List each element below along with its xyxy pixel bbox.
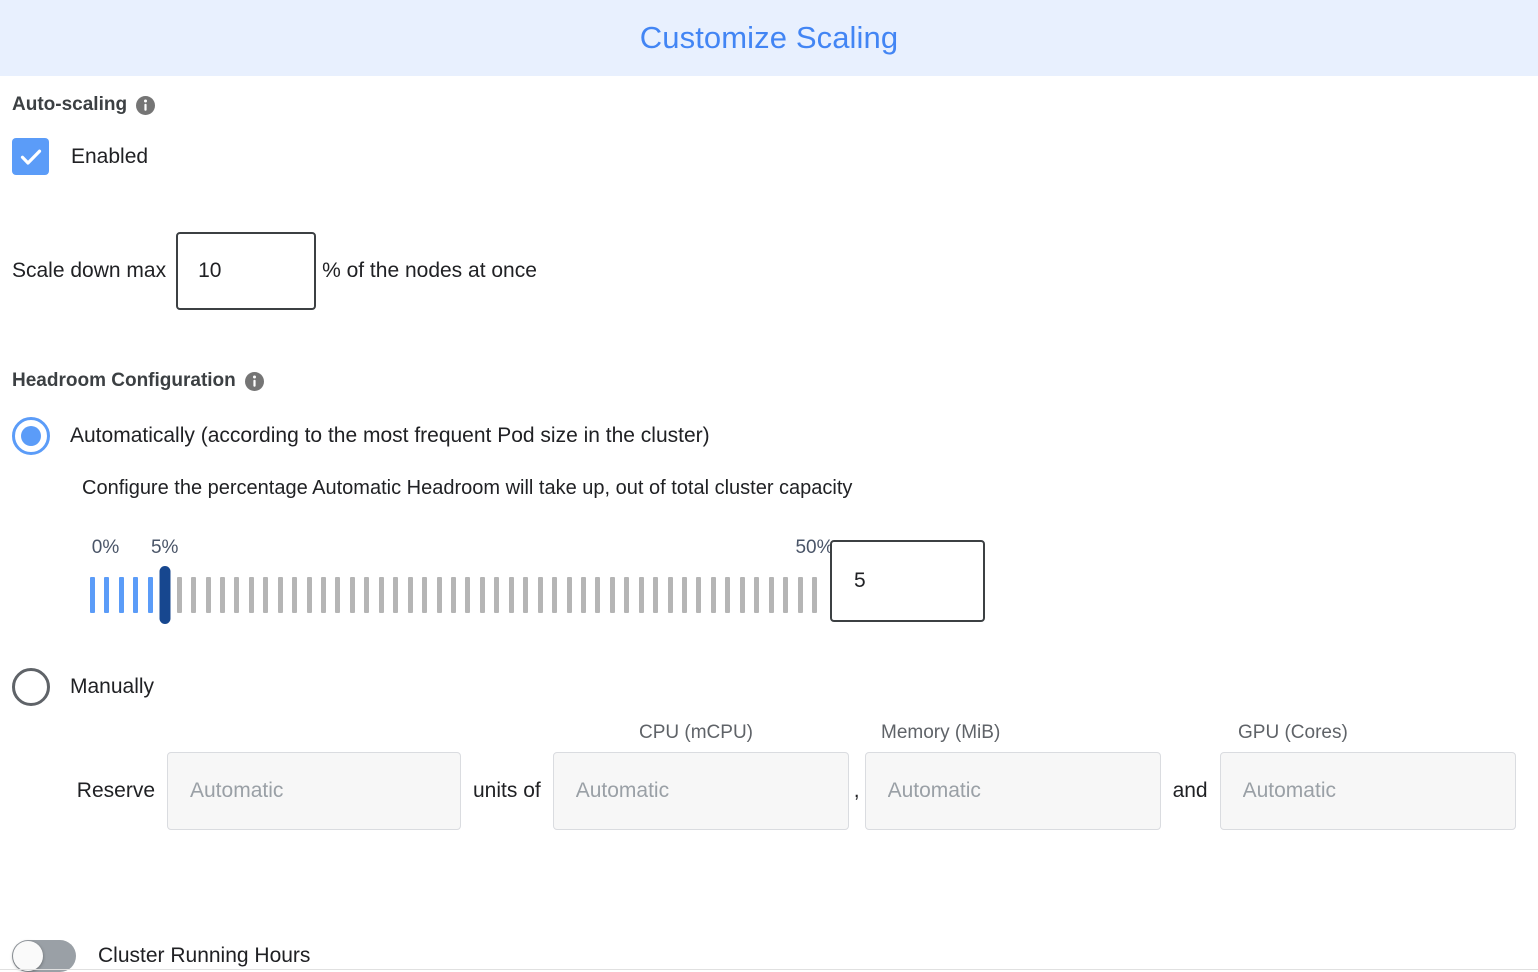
headroom-option-automatic[interactable]: Automatically (according to the most fre… bbox=[12, 417, 1526, 455]
slider-track[interactable] bbox=[90, 577, 817, 613]
cluster-running-hours-row[interactable]: Cluster Running Hours bbox=[12, 940, 1526, 972]
and-label: and bbox=[1172, 779, 1208, 802]
headroom-percentage-slider[interactable]: 0% 5% 50% bbox=[12, 537, 1526, 632]
scale-down-max-suffix: % of the nodes at once bbox=[322, 259, 537, 282]
dialog-header: Customize Scaling bbox=[0, 0, 1538, 76]
slider-tick[interactable] bbox=[104, 577, 110, 613]
comma-separator: , bbox=[853, 779, 860, 802]
cluster-running-hours-toggle[interactable] bbox=[12, 940, 76, 972]
slider-tick[interactable] bbox=[277, 577, 283, 613]
info-icon[interactable] bbox=[136, 95, 156, 115]
slider-tick[interactable] bbox=[739, 577, 745, 613]
slider-tick[interactable] bbox=[248, 577, 254, 613]
headroom-option-manual-label: Manually bbox=[70, 675, 155, 698]
slider-tick[interactable] bbox=[263, 577, 269, 613]
slider-tick[interactable] bbox=[710, 577, 716, 613]
slider-tick[interactable] bbox=[364, 577, 370, 613]
slider-tick[interactable] bbox=[537, 577, 543, 613]
slider-tick[interactable] bbox=[696, 577, 702, 613]
slider-tick[interactable] bbox=[812, 577, 817, 613]
slider-max-label: 50% bbox=[795, 537, 834, 558]
slider-tick[interactable] bbox=[682, 577, 688, 613]
headroom-configuration-label: Headroom Configuration bbox=[12, 370, 236, 391]
slider-thumb[interactable] bbox=[159, 566, 171, 624]
slider-tick[interactable] bbox=[306, 577, 312, 613]
slider-tick[interactable] bbox=[378, 577, 384, 613]
cpu-column-header: CPU (mCPU) bbox=[639, 722, 753, 743]
slider-tick[interactable] bbox=[436, 577, 442, 613]
headroom-option-automatic-label: Automatically (according to the most fre… bbox=[70, 424, 710, 447]
slider-tick[interactable] bbox=[191, 577, 197, 613]
slider-scale-labels: 0% 5% 50% bbox=[12, 537, 1526, 563]
cluster-running-hours-label: Cluster Running Hours bbox=[98, 944, 311, 967]
slider-tick[interactable] bbox=[205, 577, 211, 613]
page-title: Customize Scaling bbox=[639, 20, 899, 55]
slider-tick[interactable] bbox=[595, 577, 601, 613]
reserve-gpu-input[interactable] bbox=[1219, 752, 1516, 830]
slider-tick[interactable] bbox=[494, 577, 500, 613]
slider-tick[interactable] bbox=[566, 577, 572, 613]
slider-tick[interactable] bbox=[90, 577, 95, 613]
scale-down-max-label: Scale down max bbox=[12, 259, 167, 282]
slider-tick[interactable] bbox=[552, 577, 558, 613]
slider-tick[interactable] bbox=[422, 577, 428, 613]
slider-tick[interactable] bbox=[653, 577, 659, 613]
radio-automatic[interactable] bbox=[12, 417, 50, 455]
slider-tick[interactable] bbox=[118, 577, 124, 613]
reserve-cpu-input[interactable] bbox=[552, 752, 849, 830]
slider-tick[interactable] bbox=[292, 577, 298, 613]
slider-current-label: 5% bbox=[150, 537, 179, 558]
slider-tick[interactable] bbox=[147, 577, 153, 613]
slider-tick[interactable] bbox=[349, 577, 355, 613]
headroom-percentage-input[interactable] bbox=[830, 540, 985, 622]
units-of-label: units of bbox=[473, 779, 541, 802]
slider-tick[interactable] bbox=[393, 577, 399, 613]
radio-manual[interactable] bbox=[12, 668, 50, 706]
slider-tick[interactable] bbox=[508, 577, 514, 613]
headroom-section-header: Headroom Configuration bbox=[12, 370, 1526, 392]
slider-tick[interactable] bbox=[133, 577, 139, 613]
toggle-knob bbox=[13, 941, 43, 971]
slider-tick[interactable] bbox=[523, 577, 529, 613]
slider-tick[interactable] bbox=[797, 577, 803, 613]
headroom-automatic-description: Configure the percentage Automatic Headr… bbox=[82, 477, 853, 499]
slider-tick[interactable] bbox=[176, 577, 182, 613]
auto-scaling-section-header: Auto-scaling bbox=[12, 94, 1526, 116]
slider-tick[interactable] bbox=[725, 577, 731, 613]
gpu-column-header: GPU (Cores) bbox=[1238, 722, 1348, 743]
memory-column-header: Memory (MiB) bbox=[881, 722, 1001, 743]
slider-tick[interactable] bbox=[580, 577, 586, 613]
dialog-content: Auto-scaling Enabled Scale down max % of… bbox=[0, 94, 1538, 972]
slider-tick[interactable] bbox=[219, 577, 225, 613]
slider-tick[interactable] bbox=[768, 577, 774, 613]
enabled-label: Enabled bbox=[71, 144, 149, 168]
auto-scaling-enabled-row[interactable]: Enabled bbox=[12, 138, 1526, 175]
slider-min-label: 0% bbox=[91, 537, 120, 558]
reserve-label: Reserve bbox=[76, 779, 155, 802]
reserve-memory-input[interactable] bbox=[864, 752, 1161, 830]
info-icon[interactable] bbox=[244, 371, 264, 391]
slider-tick[interactable] bbox=[465, 577, 471, 613]
slider-tick[interactable] bbox=[754, 577, 760, 613]
headroom-option-manual[interactable]: Manually bbox=[12, 668, 1526, 706]
reserve-inputs-row: Reserve units of , and bbox=[12, 752, 1526, 830]
slider-tick[interactable] bbox=[234, 577, 240, 613]
slider-tick[interactable] bbox=[624, 577, 630, 613]
reserve-units-input[interactable] bbox=[167, 752, 461, 830]
slider-tick[interactable] bbox=[667, 577, 673, 613]
slider-tick[interactable] bbox=[407, 577, 413, 613]
auto-scaling-label: Auto-scaling bbox=[12, 94, 128, 115]
slider-tick[interactable] bbox=[321, 577, 327, 613]
manual-reserve-group: CPU (mCPU) Memory (MiB) GPU (Cores) Rese… bbox=[12, 722, 1526, 862]
enabled-checkbox[interactable] bbox=[12, 138, 49, 175]
slider-tick[interactable] bbox=[609, 577, 615, 613]
slider-tick[interactable] bbox=[638, 577, 644, 613]
slider-tick[interactable] bbox=[451, 577, 456, 613]
scale-down-max-row: Scale down max % of the nodes at once bbox=[12, 232, 1526, 310]
scale-down-max-input[interactable] bbox=[176, 232, 317, 310]
slider-tick[interactable] bbox=[335, 577, 341, 613]
slider-tick[interactable] bbox=[479, 577, 485, 613]
slider-tick[interactable] bbox=[783, 577, 789, 613]
